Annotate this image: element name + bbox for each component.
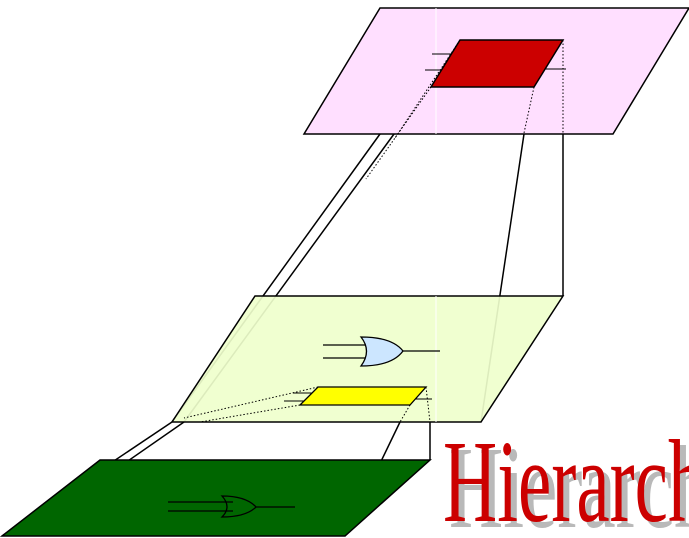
- bottom-plane: [0, 459, 432, 537]
- middle-block: [298, 386, 428, 406]
- bottom-plane-surface: [0, 459, 432, 537]
- hierarchy-title: Hierarchy Hierarchy: [443, 416, 689, 538]
- top-projections: [365, 39, 564, 180]
- top-plane: [302, 7, 689, 135]
- title-shadow: Hierarchy: [449, 422, 689, 538]
- bottom-or-gate-symbol: [168, 495, 295, 518]
- middle-projections: [183, 386, 431, 423]
- or-gate-symbol: [323, 336, 440, 367]
- title-text: Hierarchy: [443, 416, 689, 538]
- middle-plane: [170, 295, 565, 423]
